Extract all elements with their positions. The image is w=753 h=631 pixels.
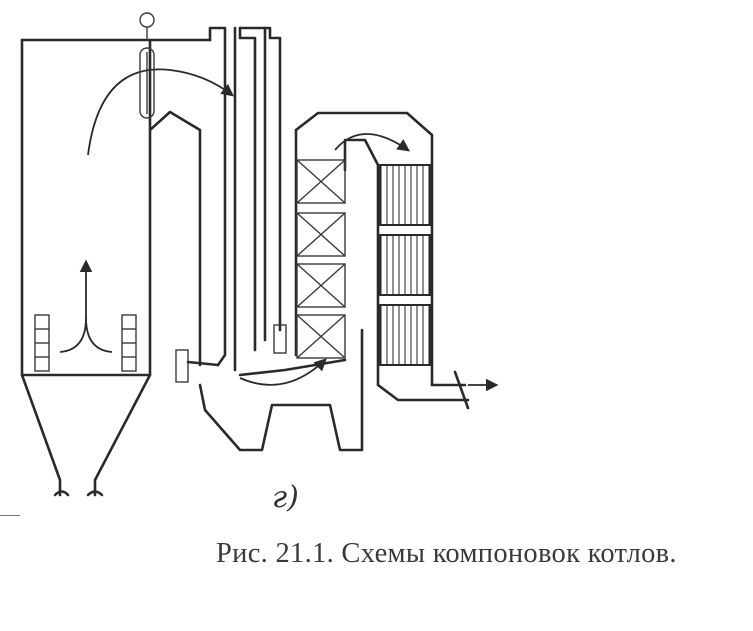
flow-arrow-bottom-turn: [239, 358, 327, 386]
drum-separator: [139, 12, 155, 119]
economizer-right-column: [376, 164, 470, 410]
flow-arrow-furnace-turn: [87, 68, 234, 156]
convective-shaft: [148, 26, 287, 383]
burner-left: [34, 314, 50, 372]
furnace: [20, 38, 212, 497]
flow-arrow-burner-left: [59, 317, 87, 353]
margin-mark: [0, 515, 20, 516]
flow-arrow-top-turn: [334, 133, 411, 152]
air-heater-left-column: [294, 111, 434, 387]
figure-caption: Рис. 21.1. Схемы компоновок котлов.: [216, 538, 677, 569]
flow-arrow-burner-right: [85, 317, 113, 353]
subfigure-label: г): [272, 480, 299, 515]
burner-right: [121, 314, 137, 372]
